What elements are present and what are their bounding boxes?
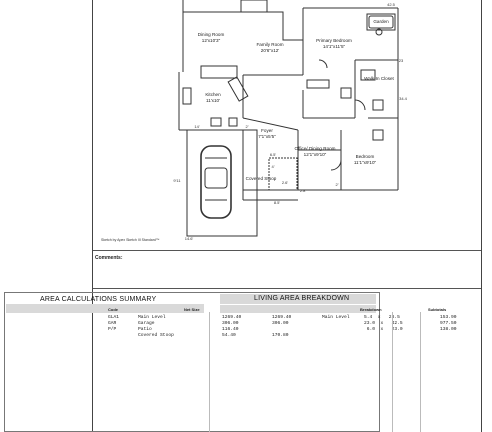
room-label-walkin-closet: Walk-In Closet bbox=[364, 76, 394, 81]
dim-label: 2.8' bbox=[300, 188, 307, 193]
calc-description: Patio bbox=[138, 327, 152, 332]
living-area-title: LIVING AREA BREAKDOWN bbox=[254, 295, 350, 302]
calc-code: GAR bbox=[108, 321, 117, 326]
area-calc-title: AREA CALCULATIONS SUMMARY bbox=[40, 296, 157, 303]
column-divider bbox=[420, 312, 421, 432]
breakdown-subtotal: 153.90 bbox=[440, 315, 457, 320]
breakdown-subtotal: 138.00 bbox=[440, 327, 457, 332]
room-label-family: Family Room bbox=[256, 42, 283, 47]
area-summary-box bbox=[4, 292, 380, 432]
room-dims-foyer: 7'1"x5'5" bbox=[258, 134, 276, 139]
dim-label: 23 bbox=[399, 58, 404, 63]
column-divider bbox=[392, 312, 393, 432]
room-label-bedroom: Bedroom bbox=[356, 154, 375, 159]
dim-label: 4' bbox=[272, 164, 275, 169]
room-label-office: Office/ Dining Room bbox=[294, 146, 335, 151]
col-header-net-size: Net Size bbox=[184, 307, 200, 312]
calc-net-total: 1269.40 bbox=[272, 315, 292, 320]
comments-label: Comments: bbox=[95, 255, 123, 261]
calc-code: P/P bbox=[108, 327, 117, 332]
calc-code: GLA1 bbox=[108, 315, 120, 320]
calc-description: Main Level bbox=[138, 315, 166, 320]
col-header-breakdown: Breakdown bbox=[360, 307, 382, 312]
room-dims-office: 12'1"x9'10" bbox=[304, 152, 327, 157]
dim-label: 2.6' bbox=[282, 180, 289, 185]
calc-net-total: 170.80 bbox=[272, 333, 289, 338]
dim-label: 14.6' bbox=[185, 236, 194, 241]
breakdown-header-bar bbox=[220, 305, 376, 313]
breakdown-dims: 5.4 x 28.5 bbox=[364, 315, 400, 320]
dim-label: 6.5' bbox=[270, 152, 277, 157]
room-label-garden: Garden bbox=[373, 19, 389, 24]
calc-net-total: 306.00 bbox=[272, 321, 289, 326]
room-dims-bedroom: 11'1"x9'10" bbox=[354, 160, 377, 165]
divider bbox=[93, 288, 481, 289]
sketch-credit: Sketch by Apex Sketch III Standard™ bbox=[101, 238, 160, 242]
col-header-code: Code bbox=[108, 307, 118, 312]
breakdown-dims: 23.0 x 42.5 bbox=[364, 321, 403, 326]
column-divider bbox=[209, 312, 210, 432]
calc-description: Garage bbox=[138, 321, 155, 326]
room-label-dining: Dining Room bbox=[198, 32, 225, 37]
dim-label: 8.5' bbox=[274, 200, 281, 205]
calc-description: Covered Stoop bbox=[138, 333, 174, 338]
breakdown-dims: 6.0 x 23.0 bbox=[364, 327, 403, 332]
room-dims-kitchen: 11'x10' bbox=[206, 98, 220, 103]
dim-label: 14' bbox=[194, 124, 199, 129]
dim-label: 34.4 bbox=[399, 96, 408, 101]
dim-label: 2' bbox=[336, 182, 339, 187]
dim-label: 42.5 bbox=[387, 2, 396, 7]
room-label-kitchen: Kitchen bbox=[205, 92, 221, 97]
divider bbox=[93, 250, 481, 251]
breakdown-subtotal: 977.50 bbox=[440, 321, 457, 326]
dim-label: 9'11 bbox=[173, 178, 181, 183]
living-level-label: Main Level bbox=[322, 315, 350, 320]
room-label-primary-bedroom: Primary Bedroom bbox=[316, 38, 352, 43]
dim-label: 2' bbox=[246, 124, 249, 129]
appraisal-sketch-page: Dining Room 12'x10'3" Family Room 20'6"x… bbox=[92, 0, 482, 432]
room-dims-family: 20'6"x12' bbox=[261, 48, 280, 53]
calc-net-size: 306.00 bbox=[222, 321, 239, 326]
floor-plan-sketch: Dining Room 12'x10'3" Family Room 20'6"x… bbox=[173, 0, 408, 241]
room-dims-dining: 12'x10'3" bbox=[202, 38, 221, 43]
room-dims-primary-bedroom: 14'1"x11'5" bbox=[323, 44, 346, 49]
room-label-covered-stoop: Covered Stoop bbox=[246, 176, 277, 181]
breakdown-title-bar bbox=[220, 294, 376, 304]
room-label-foyer: Foyer bbox=[261, 128, 273, 133]
calc-net-size: 54.40 bbox=[222, 333, 236, 338]
col-header-subtotals: Subtotals bbox=[428, 307, 447, 312]
calc-net-size: 1269.40 bbox=[222, 315, 242, 320]
calc-net-size: 116.40 bbox=[222, 327, 239, 332]
calc-header-bar bbox=[6, 304, 204, 313]
